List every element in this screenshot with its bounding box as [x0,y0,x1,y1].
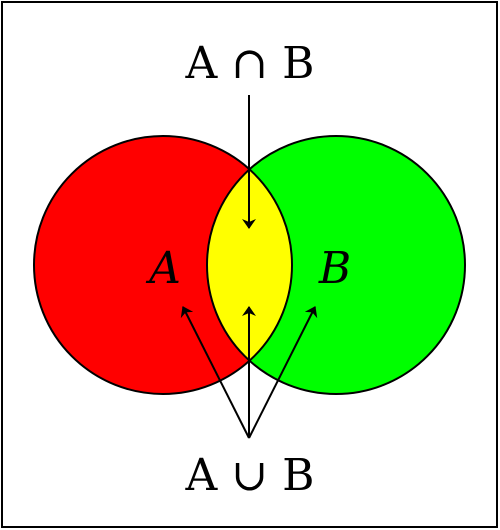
set-b-label: B [318,243,351,294]
union-label: A ∪ B [185,450,315,501]
intersection-label: A ∩ B [185,38,315,89]
set-a-outline [33,135,293,395]
set-b-outline [206,135,466,395]
union-arrow-left [180,306,250,439]
set-a-label: A [145,243,181,294]
intersection-region [207,136,292,394]
union-arrow-right [248,306,318,439]
